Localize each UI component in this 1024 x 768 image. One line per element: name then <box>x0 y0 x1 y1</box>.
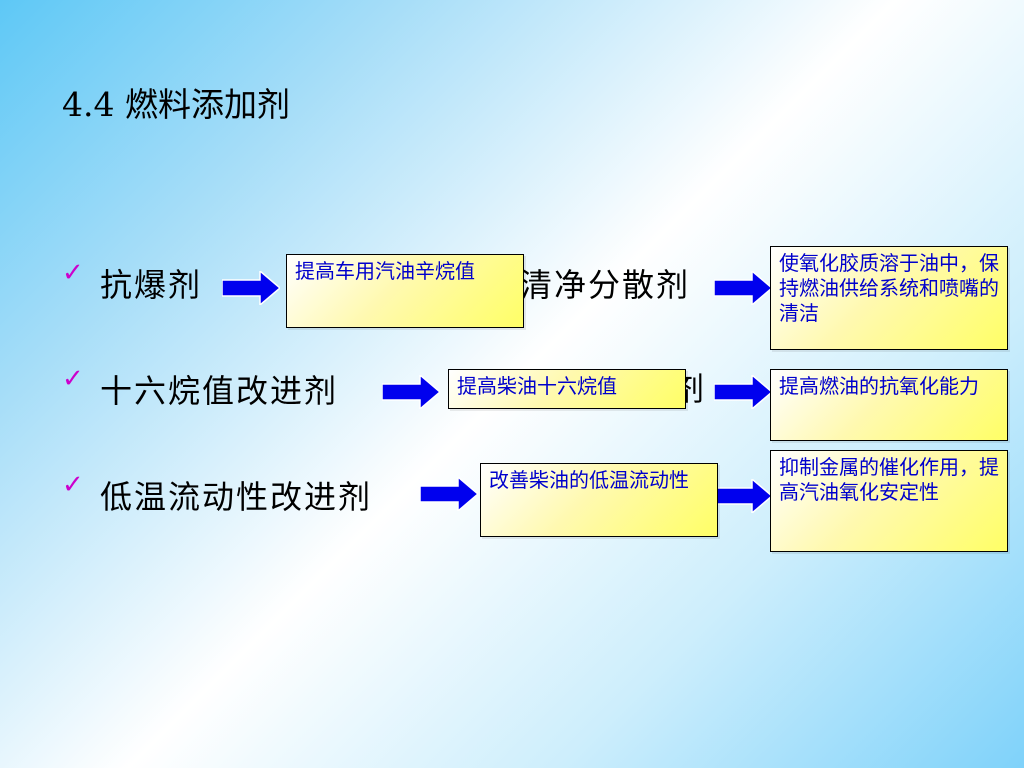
bullet-item-antiknock: 抗爆剂 <box>100 266 203 304</box>
callout-box-detergent: 使氧化胶质溶于油中，保持燃油供给系统和喷嘴的清洁 <box>770 246 1008 350</box>
callout-box-antioxidant: 提高燃油的抗氧化能力 <box>770 369 1008 441</box>
checkmark-icon: ✓ <box>62 364 84 394</box>
right-arrow-icon <box>420 477 478 511</box>
checkmark-icon: ✓ <box>62 470 84 500</box>
right-arrow-icon <box>714 271 772 305</box>
right-arrow-icon <box>714 375 772 409</box>
callout-box-octane: 提高车用汽油辛烷值 <box>286 254 524 328</box>
bullet-item-cold-flow-improver: 低温流动性改进剂 <box>100 478 373 516</box>
right-arrow-icon <box>222 271 280 305</box>
checkmark-icon: ✓ <box>62 258 84 288</box>
right-arrow-icon <box>714 479 772 513</box>
right-arrow-icon <box>382 375 440 409</box>
callout-box-cetane: 提高柴油十六烷值 <box>448 369 686 409</box>
callout-box-metal-deactivator: 抑制金属的催化作用，提高汽油氧化安定性 <box>770 450 1008 552</box>
bullet-item-cetane-improver: 十六烷值改进剂 <box>100 372 339 410</box>
slide-title: 4.4 燃料添加剂 <box>62 85 290 124</box>
callout-box-cold-flow: 改善柴油的低温流动性 <box>480 463 718 537</box>
bullet-item-detergent-dispersant: 清净分散剂 <box>520 266 691 304</box>
